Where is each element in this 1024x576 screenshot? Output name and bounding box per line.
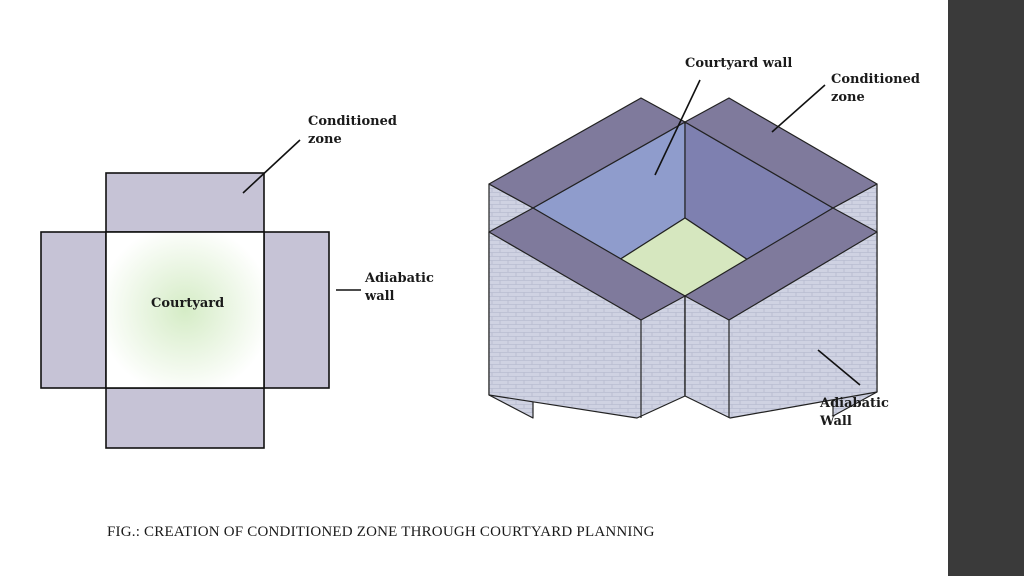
plan-zone-left: [40, 231, 107, 389]
courtyard-diagram: [40, 79, 878, 449]
iso-adiabatic-wall-label: Adiabatic Wall: [820, 395, 889, 431]
plan-adiabatic-wall-label-line2: wall: [365, 289, 395, 304]
plan-adiabatic-wall-label-line1: Adiabatic: [365, 271, 434, 286]
plan-zone-leader: [242, 139, 301, 194]
iso-adiabatic-wall-label-line1: Adiabatic: [820, 396, 889, 411]
iso-conditioned-zone-label-line1: Conditioned: [831, 72, 920, 87]
iso-courtyard-wall-leader: [654, 79, 701, 176]
iso-wall-leader: [817, 349, 861, 386]
plan-zone-top: [105, 172, 265, 233]
plan-courtyard: [105, 231, 265, 389]
plan-adiabatic-wall-label: Adiabatic wall: [365, 270, 434, 306]
iso-conditioned-zone-label-line2: zone: [831, 90, 865, 105]
dark-sidebar-panel: [948, 0, 1024, 576]
figure-caption: FIG.: CREATION OF CONDITIONED ZONE THROU…: [107, 524, 655, 540]
isometric-view: [488, 79, 878, 419]
plan-conditioned-zone-label-line1: Conditioned: [308, 114, 397, 129]
plan-zone-bottom: [105, 387, 265, 449]
iso-adiabatic-wall-label-line2: Wall: [820, 414, 852, 429]
plan-view: [40, 139, 361, 449]
plan-conditioned-zone-label-line2: zone: [308, 132, 342, 147]
iso-conditioned-zone-label: Conditioned zone: [831, 71, 920, 107]
iso-zone-leader: [771, 84, 826, 133]
plan-zone-right: [263, 231, 330, 389]
iso-courtyard-wall-label: Courtyard wall: [685, 56, 793, 71]
plan-courtyard-label: Courtyard: [151, 296, 225, 311]
plan-conditioned-zone-label: Conditioned zone: [308, 113, 397, 149]
